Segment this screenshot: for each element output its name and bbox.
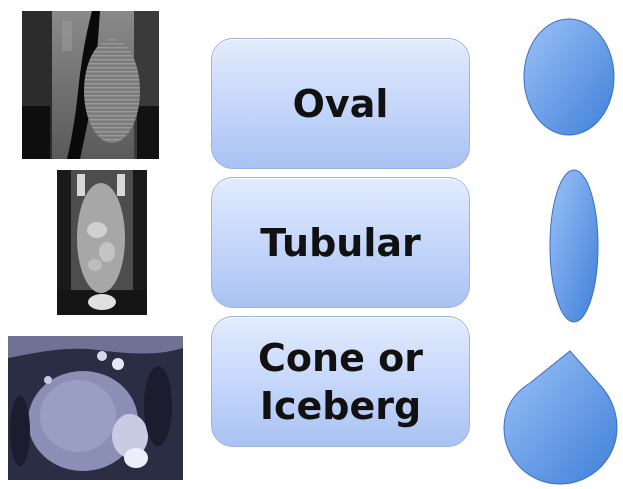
tubular-shape: [549, 169, 599, 323]
oval-shape: [523, 18, 615, 136]
label-oval: Oval: [293, 80, 389, 128]
label-box-oval: Oval: [211, 38, 470, 169]
ct-scan-tubular: [57, 170, 147, 315]
ct-scan-oval: [22, 11, 159, 159]
ct-scan-iceberg: [8, 336, 183, 480]
label-box-tubular: Tubular: [211, 177, 470, 308]
label-iceberg: Cone or Iceberg: [258, 334, 423, 430]
label-box-iceberg: Cone or Iceberg: [211, 316, 470, 447]
label-tubular: Tubular: [260, 219, 420, 267]
teardrop-shape: [503, 350, 618, 485]
